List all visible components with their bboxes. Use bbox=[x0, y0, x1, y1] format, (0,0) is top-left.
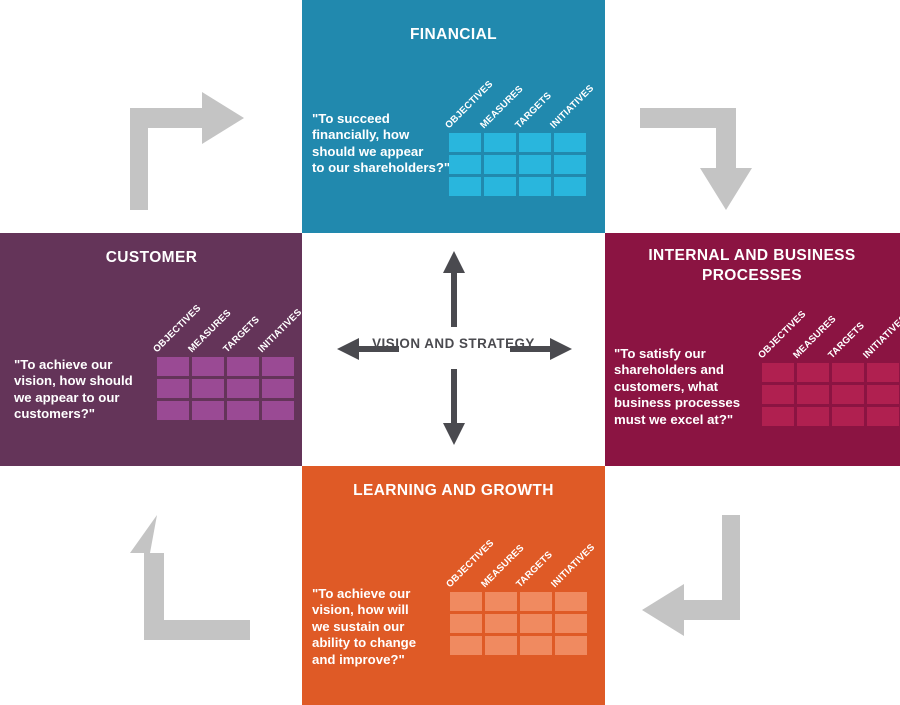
matrix-cell[interactable] bbox=[484, 133, 516, 152]
flow-arrow-bottom-left-icon bbox=[130, 515, 250, 645]
flow-arrow-bottom-right-icon bbox=[640, 515, 760, 645]
matrix-cell[interactable] bbox=[554, 177, 586, 196]
quadrant-learning-question: "To achieve our vision, how will we sust… bbox=[312, 586, 417, 667]
flow-arrow-top-right-icon bbox=[640, 80, 758, 215]
matrix-cell[interactable] bbox=[520, 592, 552, 611]
matrix-cell[interactable] bbox=[867, 363, 899, 382]
matrix-cell[interactable] bbox=[555, 636, 587, 655]
quadrant-learning-and-growth: LEARNING AND GROWTH "To achieve our visi… bbox=[302, 466, 605, 705]
matrix-cell[interactable] bbox=[157, 401, 189, 420]
matrix-cell[interactable] bbox=[832, 385, 864, 404]
arrow-up-icon bbox=[442, 251, 466, 332]
matrix-cell[interactable] bbox=[227, 379, 259, 398]
matrix-cell[interactable] bbox=[227, 357, 259, 376]
quadrant-financial-question: "To succeed financially, how should we a… bbox=[312, 111, 451, 176]
matrix-internal-grid bbox=[762, 363, 899, 426]
matrix-cell[interactable] bbox=[449, 177, 481, 196]
matrix-cell[interactable] bbox=[485, 614, 517, 633]
matrix-cell[interactable] bbox=[485, 636, 517, 655]
matrix-cell[interactable] bbox=[797, 363, 829, 382]
matrix-cell[interactable] bbox=[797, 407, 829, 426]
matrix-cell[interactable] bbox=[450, 592, 482, 611]
matrix-cell[interactable] bbox=[762, 363, 794, 382]
matrix-cell[interactable] bbox=[192, 401, 224, 420]
matrix-cell[interactable] bbox=[449, 155, 481, 174]
quadrant-learning-title: LEARNING AND GROWTH bbox=[353, 482, 554, 499]
matrix-cell[interactable] bbox=[832, 363, 864, 382]
quadrant-internal-business-processes: INTERNAL AND BUSINESS PROCESSES "To sati… bbox=[604, 233, 900, 466]
quadrant-customer-question: "To achieve our vision, how should we ap… bbox=[14, 357, 133, 422]
matrix-cell[interactable] bbox=[484, 155, 516, 174]
matrix-cell[interactable] bbox=[762, 385, 794, 404]
quadrant-internal-question: "To satisfy our shareholders and custome… bbox=[614, 346, 741, 427]
matrix-cell[interactable] bbox=[519, 155, 551, 174]
vision-and-strategy-label: VISION AND STRATEGY bbox=[372, 336, 535, 351]
matrix-cell[interactable] bbox=[157, 357, 189, 376]
arrow-down-icon bbox=[442, 369, 466, 450]
matrix-cell[interactable] bbox=[554, 155, 586, 174]
quadrant-internal-title: INTERNAL AND BUSINESS PROCESSES bbox=[648, 247, 856, 284]
matrix-cell[interactable] bbox=[262, 379, 294, 398]
vision-and-strategy-center: VISION AND STRATEGY bbox=[302, 233, 605, 466]
matrix-cell[interactable] bbox=[520, 614, 552, 633]
matrix-cell[interactable] bbox=[450, 636, 482, 655]
matrix-cell[interactable] bbox=[797, 385, 829, 404]
matrix-customer-grid bbox=[157, 357, 294, 420]
matrix-cell[interactable] bbox=[192, 379, 224, 398]
matrix-financial-grid bbox=[449, 133, 586, 196]
matrix-cell[interactable] bbox=[262, 401, 294, 420]
matrix-cell[interactable] bbox=[192, 357, 224, 376]
arrow-right-icon bbox=[510, 337, 572, 366]
matrix-cell[interactable] bbox=[867, 385, 899, 404]
matrix-cell[interactable] bbox=[227, 401, 259, 420]
matrix-cell[interactable] bbox=[762, 407, 794, 426]
matrix-cell[interactable] bbox=[449, 133, 481, 152]
flow-arrow-top-left-icon bbox=[130, 80, 245, 215]
matrix-cell[interactable] bbox=[555, 592, 587, 611]
matrix-cell[interactable] bbox=[555, 614, 587, 633]
matrix-learning-grid bbox=[450, 592, 587, 655]
matrix-cell[interactable] bbox=[867, 407, 899, 426]
matrix-cell[interactable] bbox=[520, 636, 552, 655]
matrix-cell[interactable] bbox=[832, 407, 864, 426]
matrix-cell[interactable] bbox=[485, 592, 517, 611]
quadrant-customer: CUSTOMER "To achieve our vision, how sho… bbox=[0, 233, 303, 466]
matrix-cell[interactable] bbox=[262, 357, 294, 376]
quadrant-financial-title: FINANCIAL bbox=[409, 26, 498, 43]
matrix-cell[interactable] bbox=[450, 614, 482, 633]
matrix-cell[interactable] bbox=[519, 177, 551, 196]
matrix-cell[interactable] bbox=[157, 379, 189, 398]
matrix-cell[interactable] bbox=[519, 133, 551, 152]
quadrant-customer-title: CUSTOMER bbox=[105, 249, 198, 266]
matrix-cell[interactable] bbox=[554, 133, 586, 152]
matrix-cell[interactable] bbox=[484, 177, 516, 196]
arrow-left-icon bbox=[337, 337, 399, 366]
